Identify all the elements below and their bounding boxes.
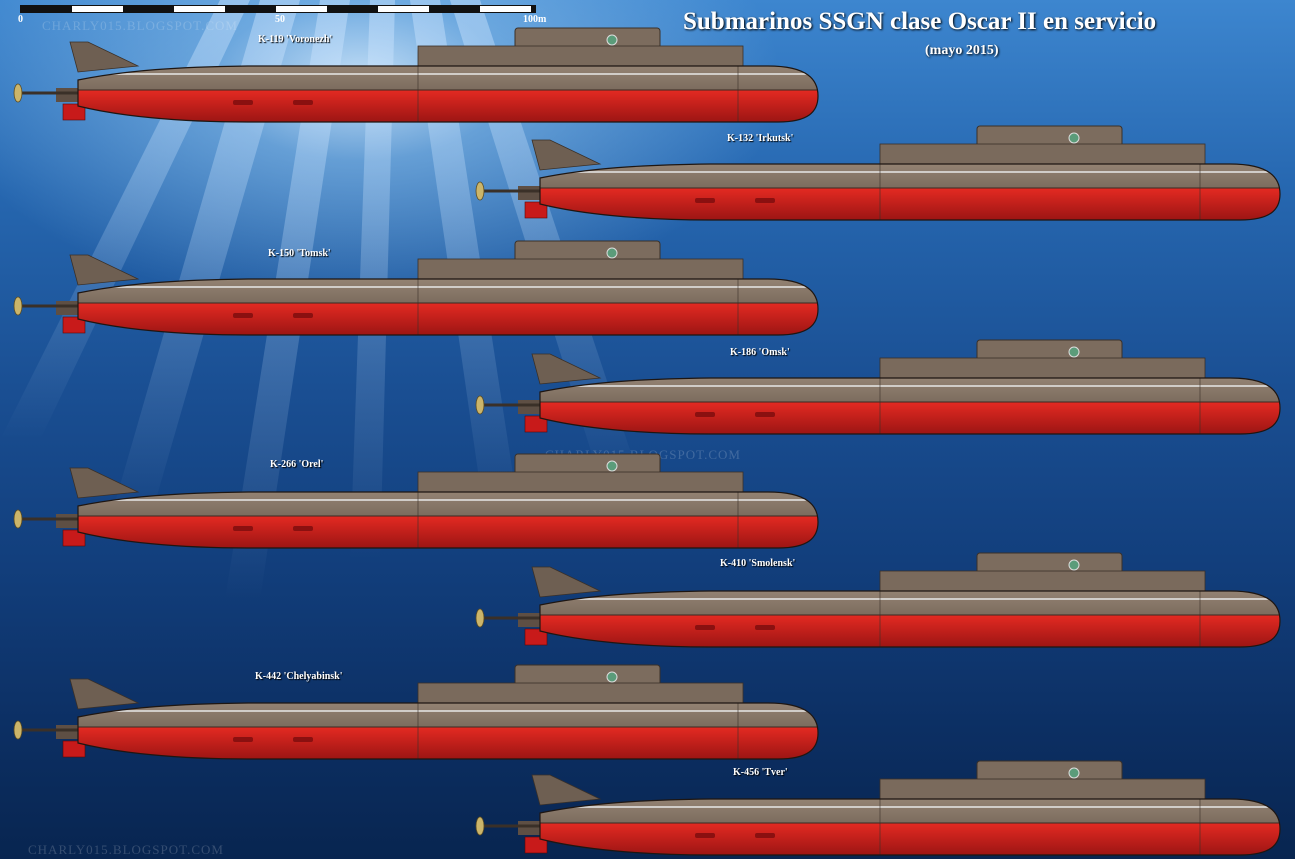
submarine-silhouette — [470, 332, 1290, 442]
submarine-silhouette — [470, 118, 1290, 228]
submarine-name-label: K-266 'Orel' — [270, 459, 324, 470]
scale-bar: 0 50 100m — [18, 5, 546, 25]
page-title: Submarinos SSGN clase Oscar II en servic… — [683, 8, 1157, 35]
submarine-silhouette — [8, 446, 828, 556]
submarine-name-label: K-442 'Chelyabinsk' — [255, 671, 343, 682]
scale-label-100m: 100m — [523, 14, 547, 25]
submarine-silhouette — [8, 233, 828, 343]
submarine-name-label: K-456 'Tver' — [733, 767, 788, 778]
scale-label-0: 0 — [18, 14, 23, 25]
submarine-name-label: K-119 'Voronezh' — [258, 34, 333, 45]
scale-bar-graphic — [20, 5, 536, 13]
submarine-name-label: K-410 'Smolensk' — [720, 558, 796, 569]
scale-label-50: 50 — [275, 14, 285, 25]
submarine-silhouette — [470, 753, 1290, 859]
watermark-top: CHARLY015.BLOGSPOT.COM — [42, 18, 238, 33]
page-subtitle: (mayo 2015) — [925, 43, 999, 58]
submarine-silhouette — [8, 20, 828, 130]
submarine-name-label: K-132 'Irkutsk' — [727, 133, 794, 144]
submarine-name-label: K-186 'Omsk' — [730, 347, 790, 358]
submarine-silhouette — [470, 545, 1290, 655]
submarine-name-label: K-150 'Tomsk' — [268, 248, 331, 259]
watermark-bottom: CHARLY015.BLOGSPOT.COM — [28, 842, 224, 857]
submarine-silhouette — [8, 657, 828, 767]
